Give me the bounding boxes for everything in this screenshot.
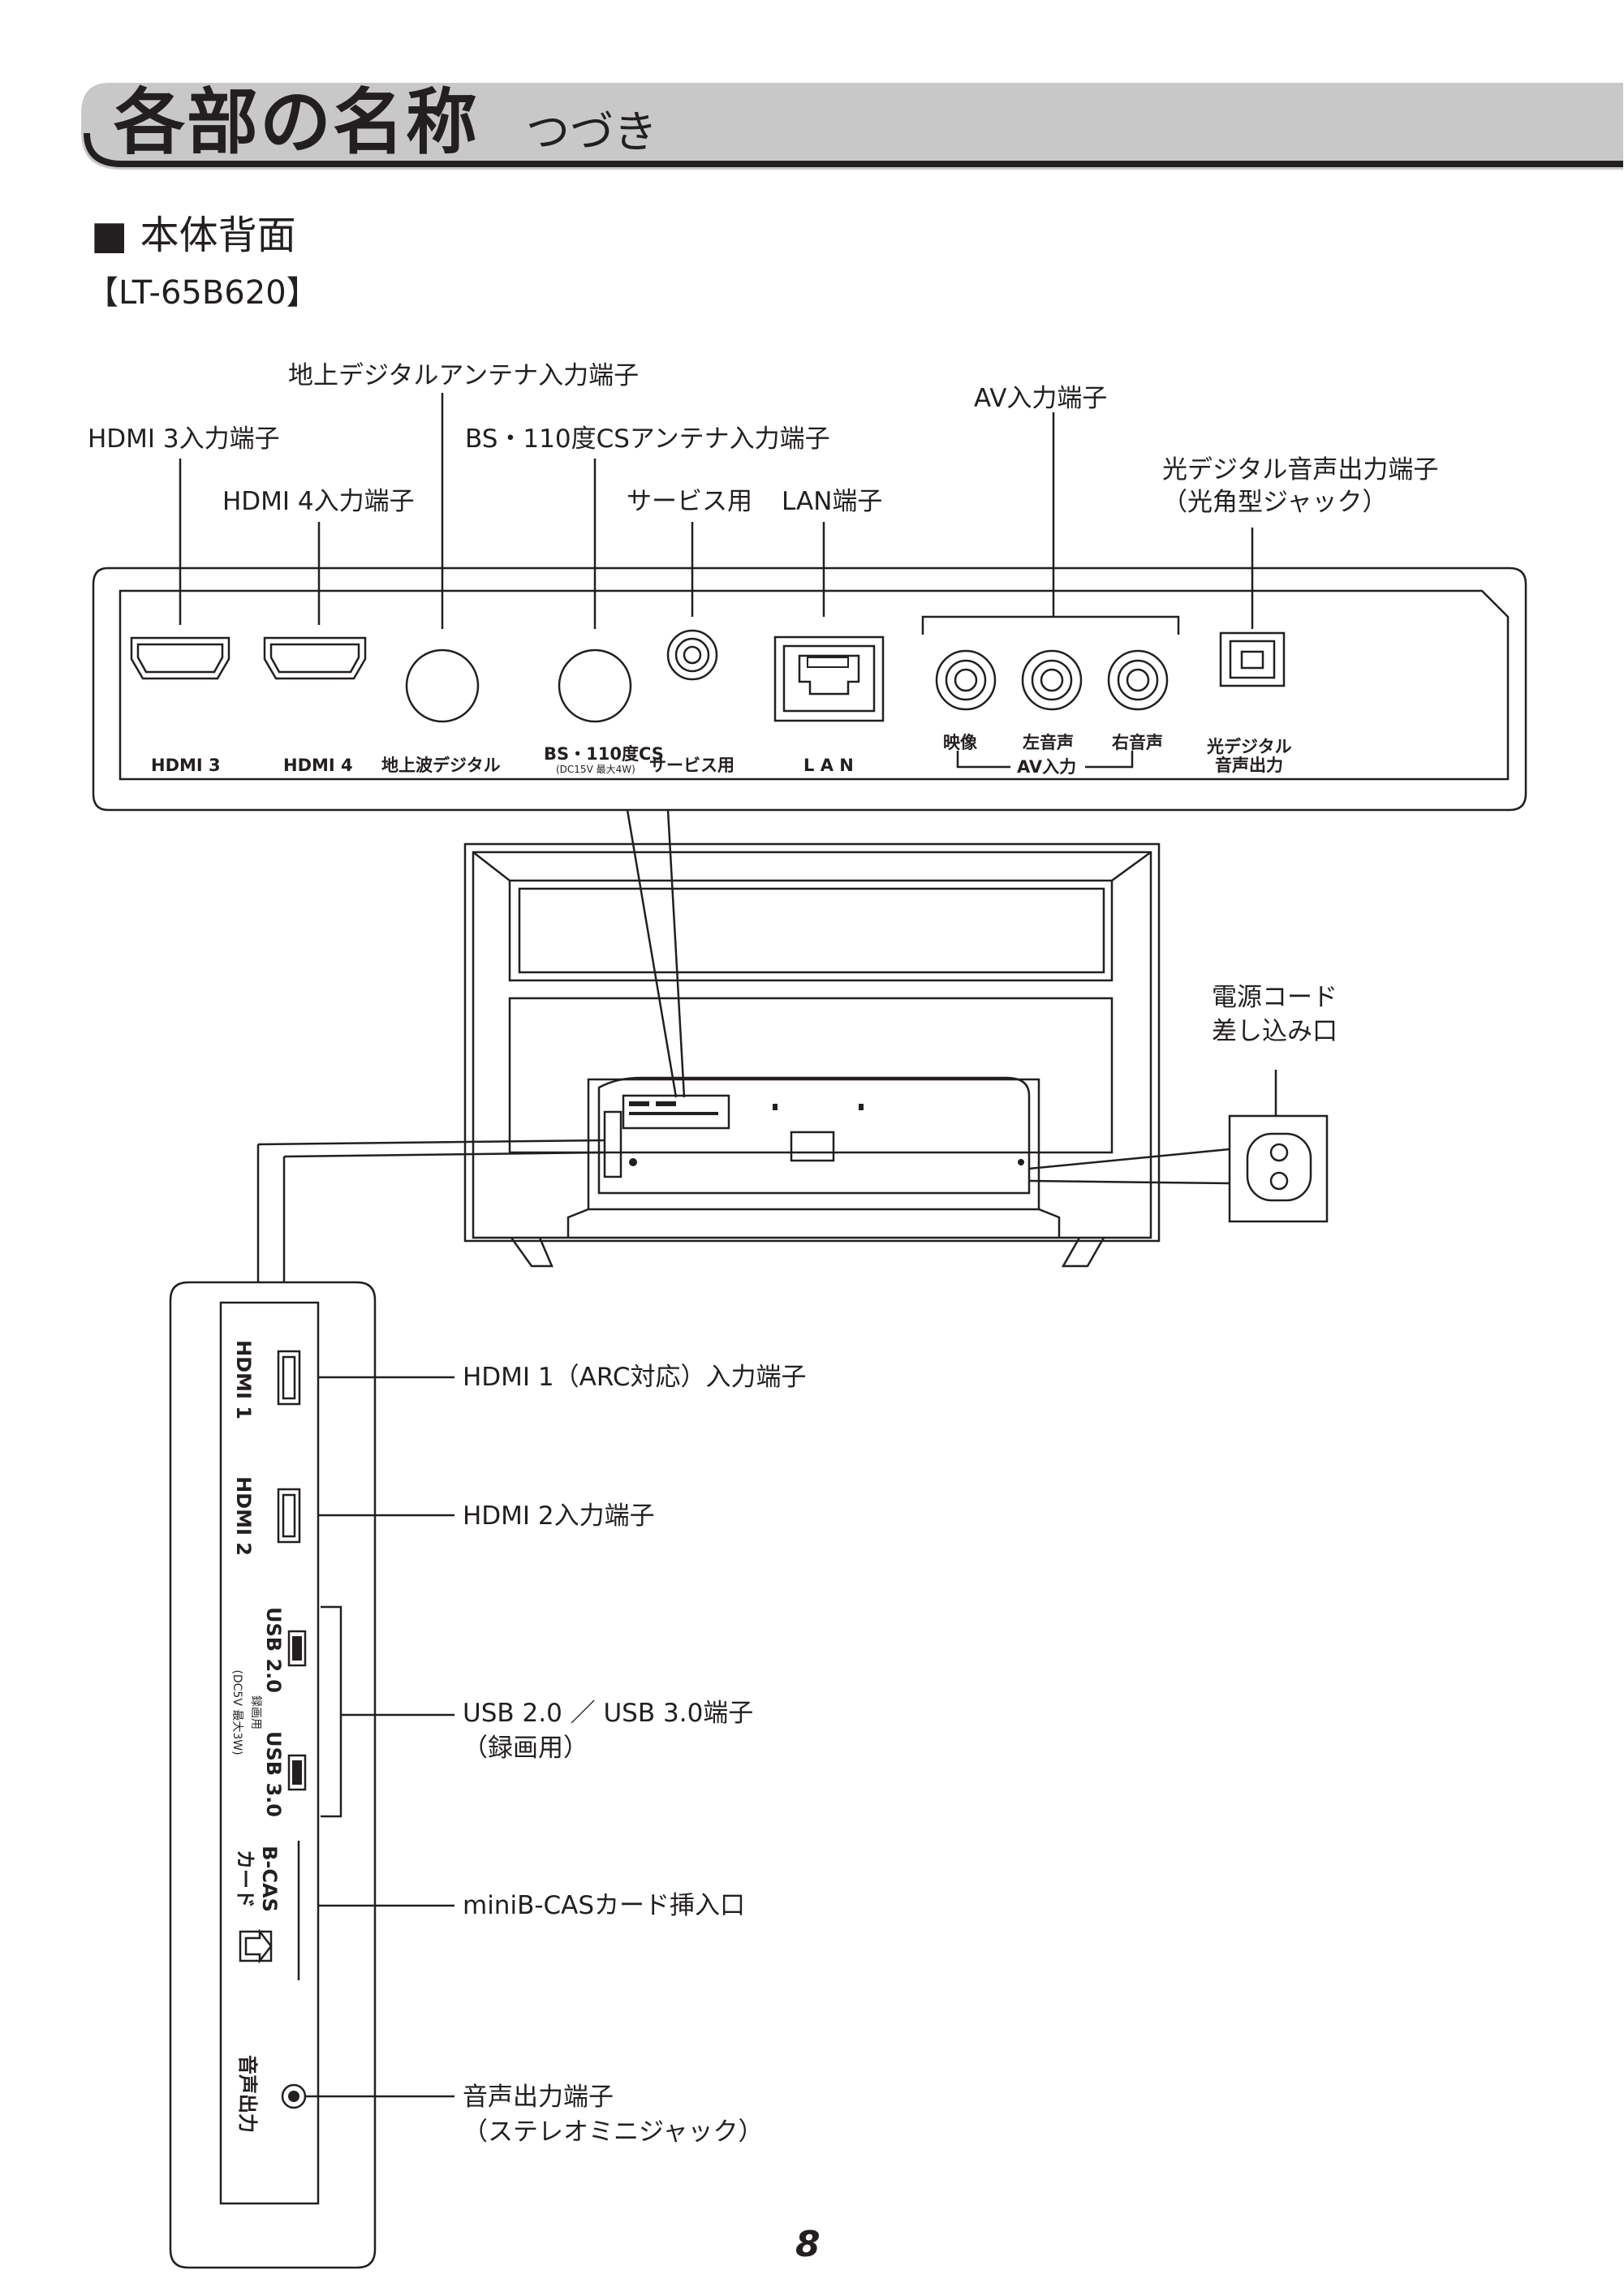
- panel-label-optical-line1: 光デジタル: [1207, 737, 1292, 756]
- page-subtitle: つづき: [526, 106, 657, 157]
- callout-power-line2: 差し込み口: [1212, 1017, 1338, 1046]
- panel-label-av-in: AV入力: [1017, 757, 1077, 777]
- panel-label-hdmi4: HDMI 4: [283, 756, 353, 775]
- panel-label-right-audio: 右音声: [1112, 733, 1163, 752]
- side-label-bcas-line1: B-CAS: [258, 1846, 281, 1912]
- page-title: 各部の名称: [114, 80, 480, 164]
- callout-bs-cs-antenna: BS・110度CSアンテナ入力端子: [465, 424, 830, 454]
- side-label-usb-note: (DC5V 最大3W): [230, 1669, 243, 1755]
- callout-hdmi2: HDMI 2入力端子: [463, 1501, 655, 1531]
- model-label: 【LT-65B620】: [86, 274, 319, 312]
- callout-service: サービス用: [627, 487, 752, 516]
- section-heading: ■ 本体背面: [91, 213, 296, 258]
- callout-audio-line2: （ステレオミニジャック）: [463, 2117, 764, 2147]
- panel-label-bs-cs-note: (DC15V 最大4W): [556, 764, 635, 775]
- callout-terrestrial-antenna: 地上デジタルアンテナ入力端子: [288, 361, 640, 390]
- callout-hdmi1: HDMI 1（ARC対応）入力端子: [463, 1363, 807, 1392]
- side-label-usb30: USB 3.0: [262, 1731, 285, 1817]
- panel-label-terrestrial: 地上波デジタル: [381, 756, 501, 775]
- callout-hdmi4: HDMI 4入力端子: [222, 487, 415, 516]
- side-label-bcas-line2: カード: [234, 1850, 256, 1908]
- callout-optical-line2: （光角型ジャック）: [1162, 488, 1388, 517]
- panel-label-lan: L A N: [803, 756, 854, 775]
- callout-av-input: AV入力端子: [974, 384, 1108, 413]
- side-label-rec-use: 録画用: [249, 1695, 262, 1730]
- callout-lan: LAN端子: [782, 487, 883, 516]
- panel-label-left-audio: 左音声: [1023, 733, 1074, 752]
- callout-hdmi3: HDMI 3入力端子: [88, 424, 280, 454]
- side-label-hdmi1: HDMI 1: [232, 1340, 255, 1419]
- panel-label-bs-cs: BS・110度CS: [544, 744, 664, 764]
- callout-power-line1: 電源コード: [1212, 983, 1338, 1012]
- panel-label-optical-line2: 音声出力: [1215, 756, 1283, 775]
- callout-optical-line1: 光デジタル音声出力端子: [1162, 455, 1439, 485]
- header-band: [81, 83, 1623, 170]
- panel-label-video: 映像: [943, 733, 977, 752]
- callout-bcas: miniB-CASカード挿入口: [463, 1891, 746, 1920]
- panel-label-service: サービス用: [649, 756, 734, 775]
- side-label-hdmi2: HDMI 2: [232, 1476, 255, 1556]
- panel-label-hdmi3: HDMI 3: [151, 756, 221, 775]
- callout-audio-line1: 音声出力端子: [463, 2083, 614, 2112]
- callout-usb-line1: USB 2.0 ／ USB 3.0端子: [463, 1699, 754, 1728]
- side-label-audio-out: 音声出力: [236, 2055, 259, 2133]
- side-label-usb20: USB 2.0: [262, 1607, 285, 1693]
- page-number: 8: [795, 2224, 821, 2265]
- callout-usb-line2: （録画用）: [463, 1734, 588, 1763]
